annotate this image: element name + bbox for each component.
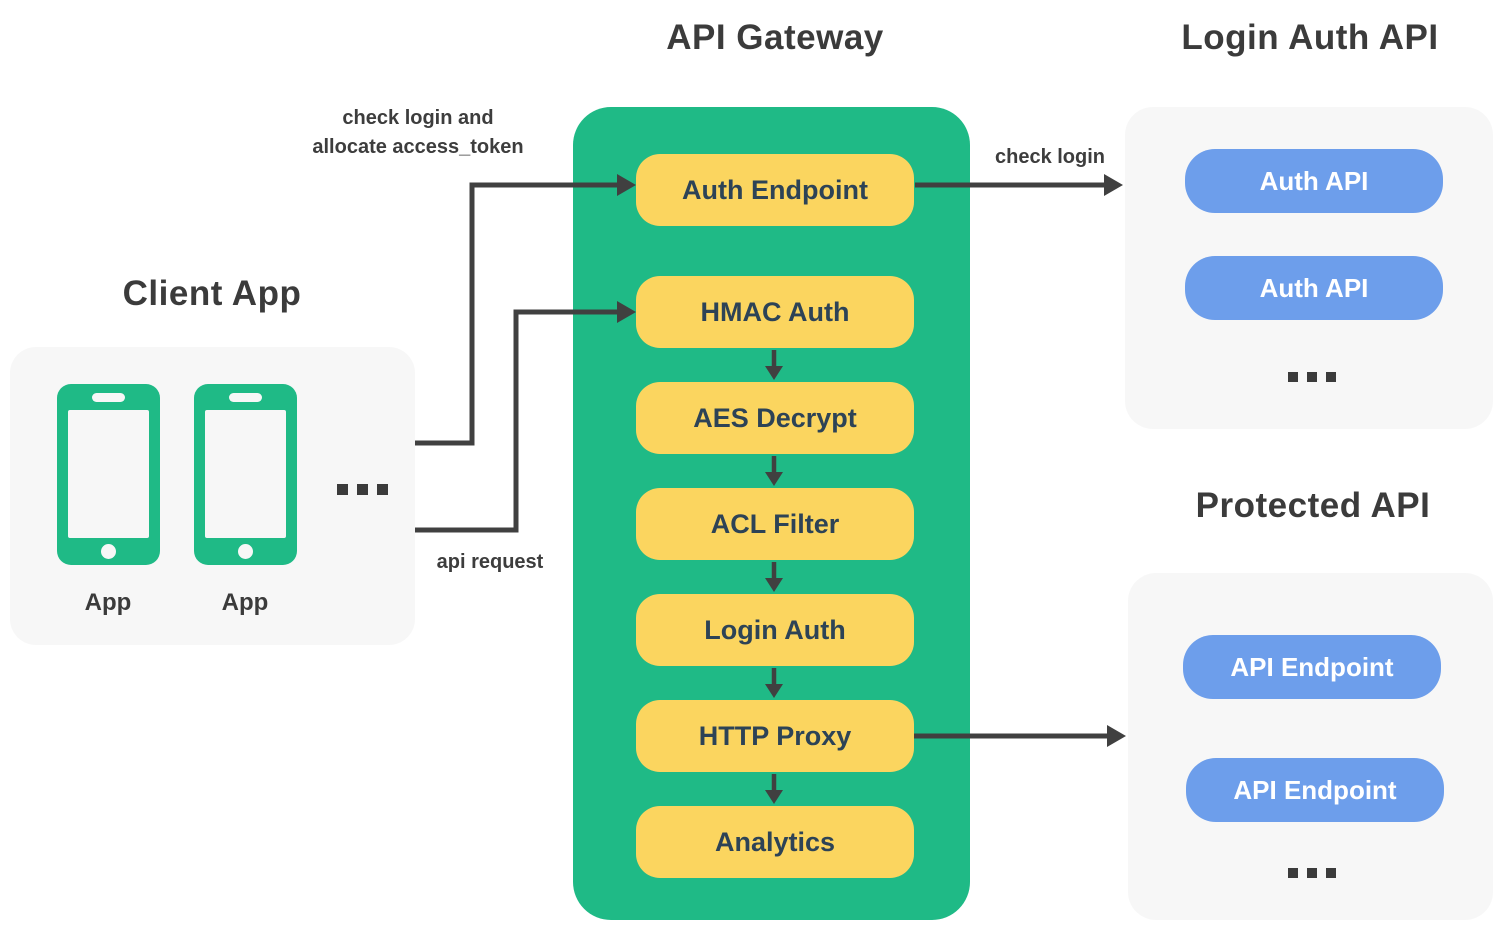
phone-speaker-icon (229, 393, 262, 402)
auth-api-node: Auth API (1185, 149, 1443, 213)
edge-label-check-login: check login (994, 146, 1106, 168)
edge-label-api-request: api request (436, 551, 544, 573)
smartphone-icon (57, 384, 160, 565)
api-gateway-title: API Gateway (666, 18, 884, 57)
arrowhead-http-proxy-to-protected-api (1107, 725, 1126, 747)
login-auth-api-card: Auth API Auth API (1125, 107, 1493, 429)
phone-speaker-icon (92, 393, 125, 402)
api-gateway-container: Auth Endpoint HMAC Auth AES Decrypt ACL … (573, 107, 970, 920)
ellipsis (1288, 372, 1336, 382)
phone-screen (68, 410, 149, 538)
app-label: App (221, 589, 269, 616)
smartphone-icon (194, 384, 297, 565)
api-endpoint-node: API Endpoint (1186, 758, 1444, 822)
edge-label-line1: check login and (342, 107, 494, 129)
auth-api-node: Auth API (1185, 256, 1443, 320)
edge-label-line2: allocate access_token (312, 136, 524, 158)
app-label: App (84, 589, 132, 616)
arrowhead-auth-endpoint-to-login-auth-api (1104, 174, 1123, 196)
phone-home-button-icon (238, 544, 253, 559)
ellipsis (337, 484, 388, 495)
phone-screen (205, 410, 286, 538)
gateway-node-login-auth: Login Auth (636, 594, 914, 666)
client-app-title: Client App (122, 274, 302, 313)
login-auth-api-title: Login Auth API (1181, 18, 1439, 57)
gateway-node-aes-decrypt: AES Decrypt (636, 382, 914, 454)
edge-label-check-login-allocate: check login and allocate access_token (288, 104, 548, 162)
gateway-node-acl-filter: ACL Filter (636, 488, 914, 560)
gateway-node-auth-endpoint: Auth Endpoint (636, 154, 914, 226)
ellipsis (1288, 868, 1336, 878)
gateway-node-hmac-auth: HMAC Auth (636, 276, 914, 348)
gateway-node-http-proxy: HTTP Proxy (636, 700, 914, 772)
client-app-card: App App (10, 347, 415, 645)
phone-home-button-icon (101, 544, 116, 559)
api-endpoint-node: API Endpoint (1183, 635, 1441, 699)
protected-api-title: Protected API (1195, 486, 1431, 525)
gateway-node-analytics: Analytics (636, 806, 914, 878)
protected-api-card: API Endpoint API Endpoint (1128, 573, 1493, 920)
